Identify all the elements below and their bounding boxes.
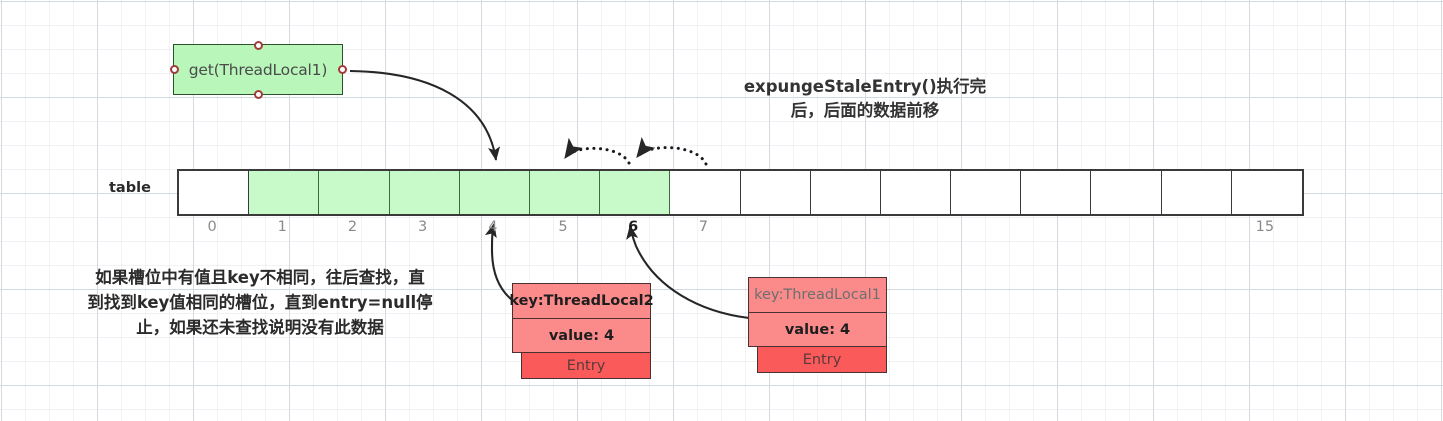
heading-text: expungeStaleEntry()执行完 后，后面的数据前移 (743, 77, 987, 120)
table-cell-9[interactable] (810, 171, 881, 214)
table-index-10 (879, 219, 949, 235)
entry-footer-label: Entry (521, 353, 651, 379)
connector-get-to-slot4 (349, 69, 501, 161)
table-cell-3[interactable] (389, 171, 460, 214)
table-index-13 (1089, 219, 1159, 235)
entry-key-row: key:ThreadLocal1 (748, 277, 887, 312)
table-index-8 (739, 219, 809, 235)
table-index-row: 0 1 2 3 4 5 6 7 15 (177, 219, 1300, 235)
get-threadlocal-node[interactable]: get(ThreadLocal1) (169, 40, 347, 99)
table-index-5: 5 (558, 219, 568, 235)
table-cell-14[interactable] (1161, 171, 1232, 214)
table-index-6: 6 (628, 219, 639, 235)
table-cell-1[interactable] (249, 171, 320, 214)
entry-footer-label: Entry (757, 347, 887, 373)
table-index-7: 7 (698, 219, 709, 235)
table-cell-11[interactable] (951, 171, 1022, 214)
table-cell-13[interactable] (1091, 171, 1162, 214)
entry-value-row: value: 4 (512, 318, 651, 353)
entry-card-threadlocal1[interactable]: key:ThreadLocal1 value: 4 Entry (748, 277, 887, 373)
table-index-12 (1019, 219, 1089, 235)
entry-value-label: value: 4 (548, 327, 615, 344)
table-index-3: 3 (418, 219, 428, 235)
get-threadlocal-node-label: get(ThreadLocal1) (188, 60, 328, 79)
node-port-bottom-icon[interactable] (253, 89, 263, 99)
table-cell-2[interactable] (319, 171, 390, 214)
table-index-9 (809, 219, 879, 235)
table-cell-7[interactable] (670, 171, 741, 214)
table-cell-8[interactable] (740, 171, 811, 214)
table-cell-15[interactable] (1231, 171, 1302, 214)
table-index-1: 1 (277, 219, 287, 235)
table-index-0: 0 (207, 219, 217, 235)
table-cell-10[interactable] (880, 171, 952, 214)
table-cell-5[interactable] (529, 171, 601, 214)
table-cells-row (177, 169, 1304, 216)
table-cell-12[interactable] (1021, 171, 1092, 214)
connector-shift-arc-6 (635, 137, 708, 166)
table-index-4: 4 (488, 219, 498, 235)
table-index-2: 2 (347, 219, 358, 235)
table-index-14 (1160, 219, 1230, 235)
entry-card-threadlocal2[interactable]: key:ThreadLocal2 value: 4 Entry (509, 283, 654, 379)
entry-key-label: key:ThreadLocal2 (509, 293, 654, 309)
node-port-right-icon[interactable] (337, 65, 347, 74)
table-index-15: 15 (1255, 219, 1275, 235)
entry-key-row: key:ThreadLocal2 (509, 283, 654, 318)
entry-key-label: key:ThreadLocal1 (754, 287, 881, 303)
table-cell-6[interactable] (600, 171, 671, 214)
connector-shift-arc-5 (563, 137, 631, 165)
table-label: table (109, 180, 151, 196)
table-cell-4[interactable] (459, 171, 530, 214)
table-index-11 (949, 219, 1019, 235)
connector-entry2-to-slot4 (484, 223, 513, 301)
node-port-top-icon[interactable] (253, 40, 263, 50)
node-port-left-icon[interactable] (169, 65, 179, 74)
entry-value-row: value: 4 (748, 312, 887, 347)
table-cell-0[interactable] (179, 171, 250, 214)
note-text: 如果槽位中有值且key不相同，往后查找，直 到找到key值相同的槽位，直到ent… (87, 268, 433, 337)
entry-value-label: value: 4 (784, 321, 851, 338)
